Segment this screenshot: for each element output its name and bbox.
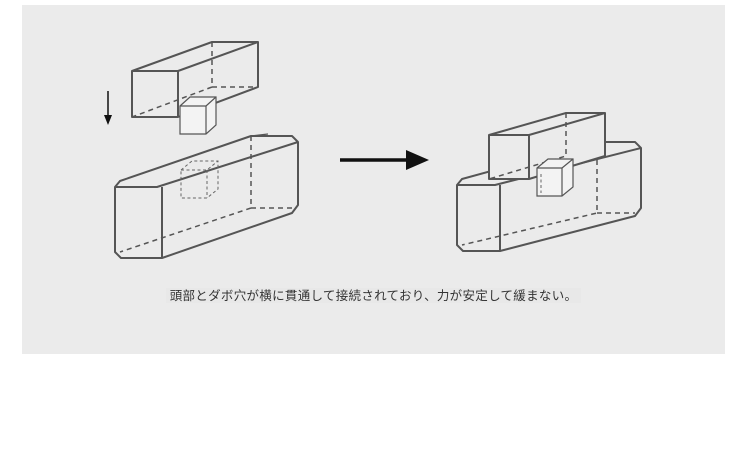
diagram-panel: 頭部とダボ穴が横に貫通して接続されており、力が安定して緩まない。 — [22, 5, 725, 354]
before-assembly — [104, 41, 299, 259]
down-arrow-icon — [104, 91, 112, 125]
dowel-peg — [179, 96, 217, 135]
after-assembly — [456, 112, 642, 252]
head-block-top — [131, 41, 259, 118]
caption-text: 頭部とダボ穴が横に貫通して接続されており、力が安定して緩まない。 — [165, 288, 582, 303]
joint-illustration — [104, 41, 642, 259]
dowel-hole — [180, 160, 219, 199]
right-arrow-icon — [340, 150, 429, 170]
caption: 頭部とダボ穴が横に貫通して接続されており、力が安定して緩まない。 — [22, 286, 725, 306]
base-block-bottom — [114, 133, 299, 259]
assembled-dowel — [536, 158, 574, 197]
assembled-head-block — [488, 112, 606, 180]
